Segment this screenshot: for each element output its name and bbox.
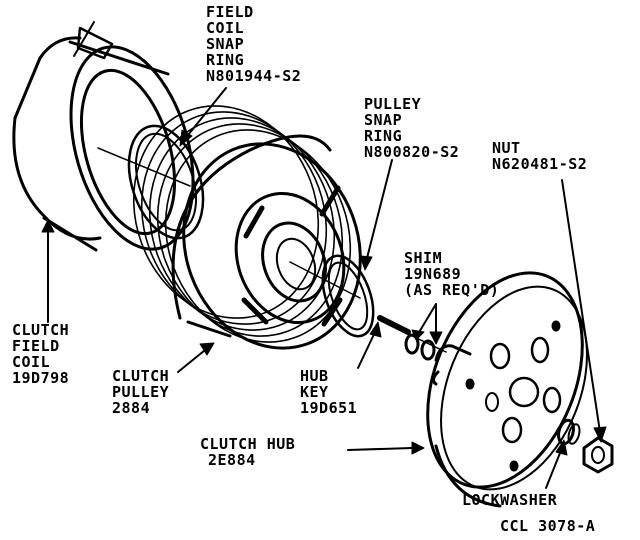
leader-lockwasher <box>545 447 563 489</box>
clutch-pulley-part <box>132 105 362 350</box>
leader-pulley-snap-ring <box>365 159 393 263</box>
clutch-hub-part <box>426 271 588 508</box>
nut-part <box>582 436 614 474</box>
hub-key-part <box>377 315 411 335</box>
leader-hub-key <box>357 329 377 369</box>
lockwasher-part <box>557 418 581 446</box>
label-shim: SHIM 19N689 (AS REQ'D) <box>404 249 500 299</box>
label-field-coil-snap-ring: FIELD COIL SNAP RING N801944-S2 <box>206 3 302 85</box>
label-clutch-hub: CLUTCH HUB 2E884 <box>200 435 296 469</box>
shim-part <box>404 333 436 361</box>
label-clutch-pulley: CLUTCH PULLEY 2884 <box>112 367 170 417</box>
label-hub-key: HUB KEY 19D651 <box>300 367 358 417</box>
label-clutch-field-coil: CLUTCH FIELD COIL 19D798 <box>12 321 70 387</box>
leader-clutch-hub <box>347 447 413 451</box>
label-pulley-snap-ring: PULLEY SNAP RING N800820-S2 <box>364 95 460 161</box>
leader-nut <box>561 179 601 433</box>
pulley-snap-ring-part <box>321 254 375 338</box>
figure-code: CCL 3078-A <box>500 517 596 535</box>
label-nut: NUT N620481-S2 <box>492 139 588 173</box>
label-lockwasher: LOCKWASHER <box>462 491 558 509</box>
leader-shim-a <box>417 303 437 335</box>
assembly-axis-line <box>97 147 447 353</box>
